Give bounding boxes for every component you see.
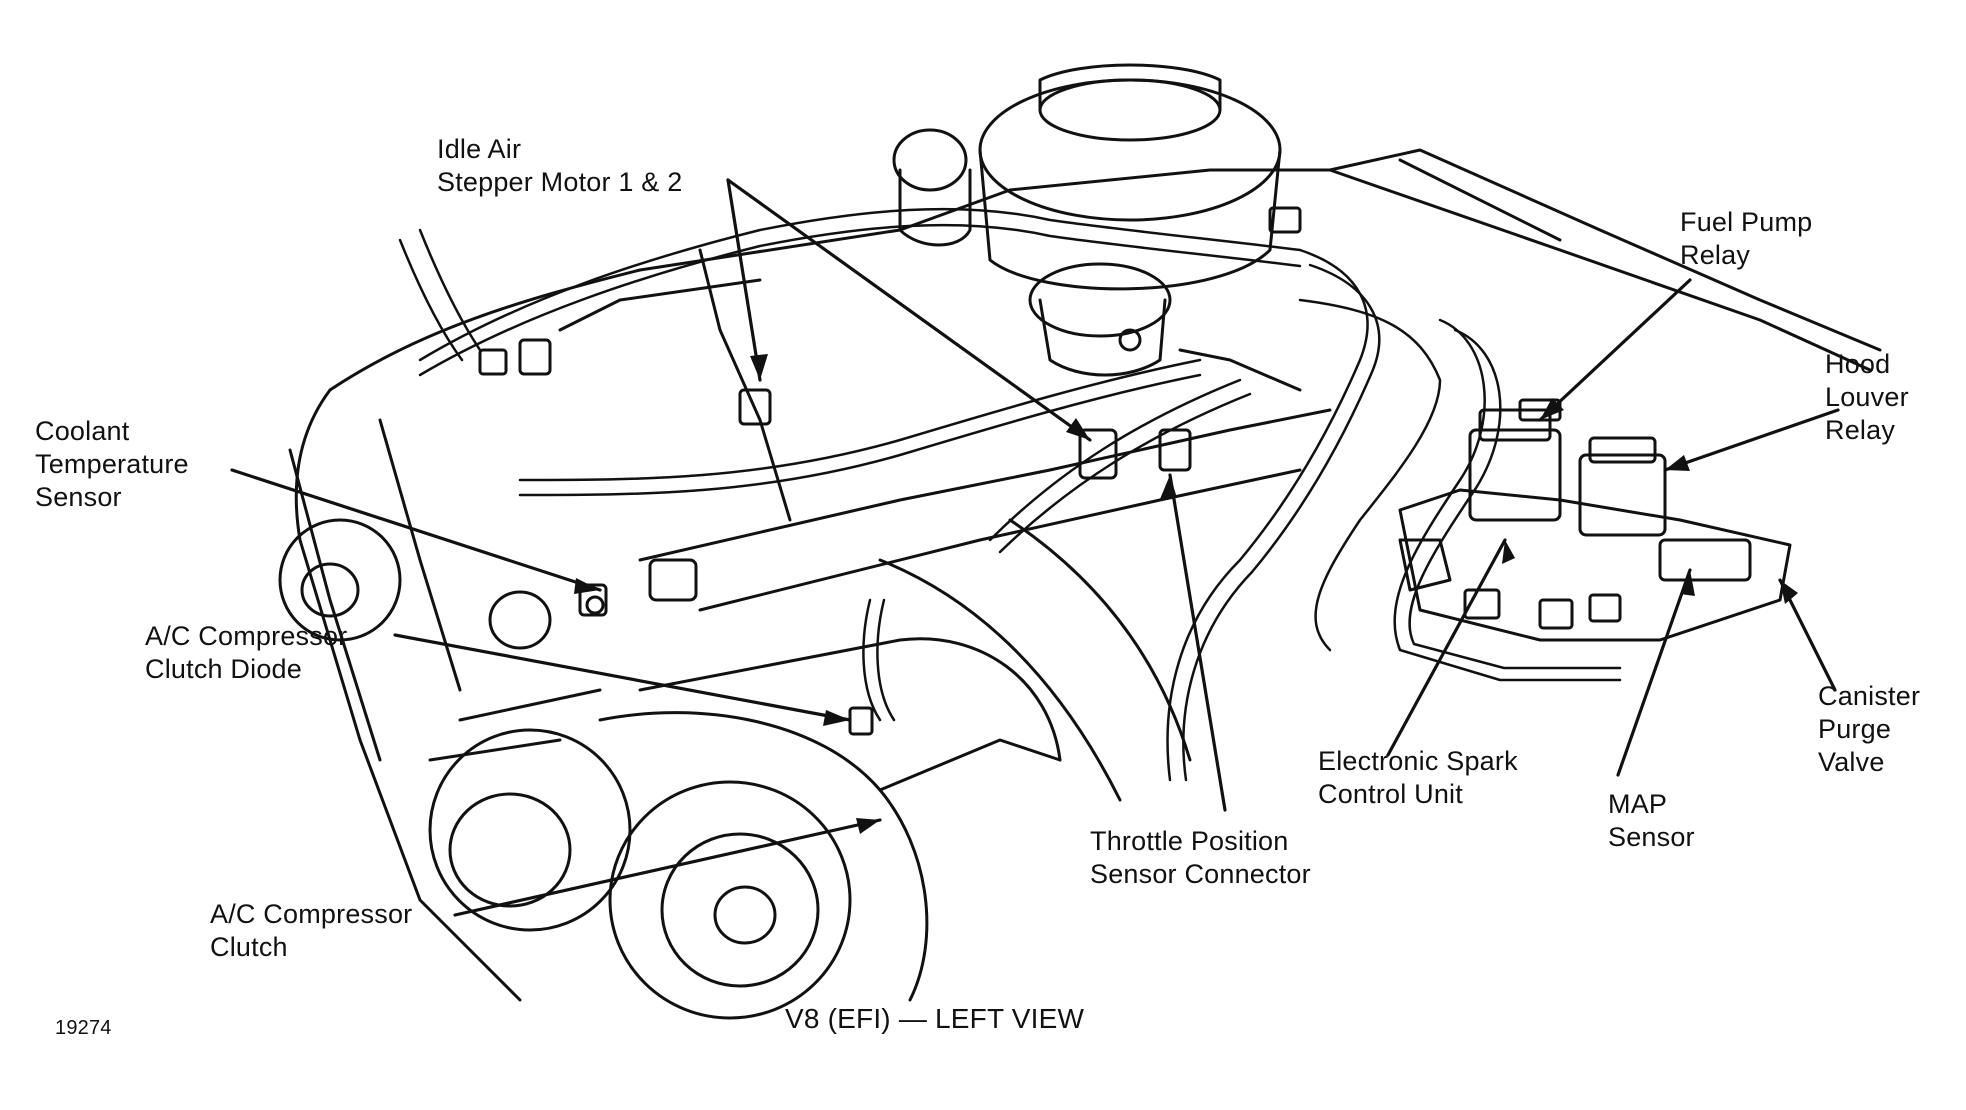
leader-arrowheads [574, 354, 1798, 834]
leader-lines [230, 178, 1840, 917]
label-line: A/C Compressor [210, 899, 413, 929]
label-line: A/C Compressor [145, 621, 348, 651]
label-line: Coolant [35, 416, 130, 446]
engine-block-outline [288, 148, 1882, 1002]
figure-number: 19274 [55, 1017, 112, 1039]
label-line: Relay [1680, 240, 1751, 270]
label-idle-air-stepper-motor: Idle Air Stepper Motor 1 & 2 [437, 133, 682, 199]
label-ac-compressor-clutch: A/C Compressor Clutch [210, 898, 412, 964]
wiring-harness [398, 207, 1622, 782]
label-line: Stepper Motor 1 & 2 [437, 167, 683, 197]
label-line: Electronic Spark [1318, 746, 1518, 776]
label-line: Clutch [210, 932, 288, 962]
label-hood-louver-relay: Hood Louver Relay [1825, 348, 1909, 447]
label-line: Sensor [35, 482, 122, 512]
label-coolant-temperature-sensor: Coolant Temperature Sensor [35, 415, 189, 514]
label-fuel-pump-relay: Fuel Pump Relay [1680, 206, 1812, 272]
label-line: Clutch Diode [145, 654, 302, 684]
label-map-sensor: MAP Sensor [1608, 788, 1695, 854]
label-line: Throttle Position [1090, 826, 1289, 856]
label-electronic-spark-control-unit: Electronic Spark Control Unit [1318, 745, 1518, 811]
figure-caption: V8 (EFI) — LEFT VIEW [785, 1003, 1085, 1034]
label-canister-purge-valve: Canister Purge Valve [1818, 680, 1920, 779]
label-line: Valve [1818, 747, 1885, 777]
label-line: Fuel Pump [1680, 207, 1813, 237]
label-line: Sensor [1608, 822, 1695, 852]
label-line: Control Unit [1318, 779, 1463, 809]
label-line: Idle Air [437, 134, 522, 164]
label-line: Temperature [35, 449, 189, 479]
label-line: Purge [1818, 714, 1892, 744]
label-throttle-position-sensor-connector: Throttle Position Sensor Connector [1090, 825, 1311, 891]
label-line: Canister [1818, 681, 1921, 711]
label-ac-compressor-clutch-diode: A/C Compressor Clutch Diode [145, 620, 347, 686]
relay-cluster [1398, 398, 1792, 642]
label-line: Louver [1825, 382, 1909, 412]
label-line: Relay [1825, 415, 1896, 445]
label-line: Hood [1825, 349, 1891, 379]
sensors-and-connectors [478, 206, 1302, 736]
label-line: Sensor Connector [1090, 859, 1311, 889]
pulleys-and-compressor [278, 518, 1062, 1020]
throttle-body [892, 63, 1282, 377]
label-line: MAP [1608, 789, 1668, 819]
